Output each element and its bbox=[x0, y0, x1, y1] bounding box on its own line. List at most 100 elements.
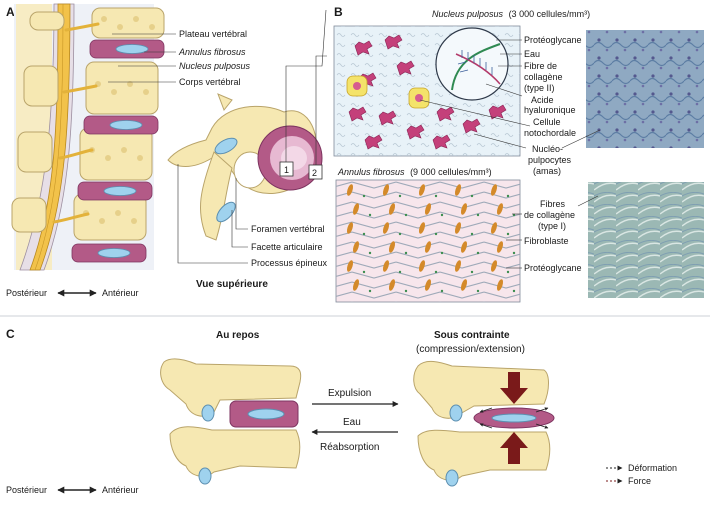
label-af-proteoglycane: Protéoglycane bbox=[524, 263, 582, 273]
label-nucleus-pulposus: Nucleus pulposus bbox=[179, 61, 251, 71]
bone-trabecula bbox=[137, 155, 143, 161]
nerve-root bbox=[64, 22, 100, 32]
fibroblast bbox=[418, 184, 426, 196]
label-processus-epineux: Processus épineux bbox=[251, 258, 328, 268]
label-expulsion: Expulsion bbox=[328, 388, 371, 399]
orientation-posterior-c: Postérieur bbox=[6, 485, 47, 495]
cell-nucleus bbox=[415, 94, 423, 102]
zoom-box-2-number: 2 bbox=[312, 168, 317, 178]
fibroblast bbox=[346, 222, 354, 234]
label-corps-vertebral: Corps vertébral bbox=[179, 77, 241, 87]
af-proteoglycan bbox=[398, 270, 402, 274]
legend-force: Force bbox=[628, 476, 651, 486]
fibroblast bbox=[382, 260, 390, 272]
nucleopulpocyte bbox=[354, 40, 373, 56]
af-proteoglycan bbox=[506, 232, 510, 236]
fibroblast bbox=[496, 279, 504, 291]
label-np-nucleo-3: (amas) bbox=[533, 166, 561, 176]
vertebral-arch bbox=[17, 131, 53, 173]
af-proteoglycan bbox=[398, 232, 402, 236]
zoom-box-1-number: 1 bbox=[284, 165, 289, 175]
af-proteoglycan bbox=[398, 194, 402, 198]
bone-trabecula bbox=[131, 218, 137, 224]
zoom-box-1 bbox=[279, 161, 294, 177]
fibroblast bbox=[418, 260, 426, 272]
disc-nucleus bbox=[97, 248, 131, 258]
label-np-nucleo-2: pulpocytes bbox=[528, 155, 572, 165]
af-title-count: (9 000 cellules/mm³) bbox=[410, 167, 492, 177]
orientation-anterior-a: Antérieur bbox=[102, 288, 139, 298]
label-af-fibres-3: (type I) bbox=[538, 221, 566, 231]
label-eau: Eau bbox=[343, 417, 361, 428]
fibroblast bbox=[382, 222, 390, 234]
label-np-proteoglycane: Protéoglycane bbox=[524, 35, 582, 45]
af-proteoglycan bbox=[404, 213, 408, 217]
bone-trabecula bbox=[115, 210, 121, 216]
orientation-anterior-c: Antérieur bbox=[102, 485, 139, 495]
af-proteoglycan bbox=[470, 232, 474, 236]
label-plateau-vertebral: Plateau vertébral bbox=[179, 29, 247, 39]
label-af-fibroblaste: Fibroblaste bbox=[524, 236, 569, 246]
vertebral-body bbox=[73, 193, 147, 241]
af-proteoglycan bbox=[512, 289, 516, 293]
np-zoom-circle bbox=[435, 27, 509, 101]
fibroblast bbox=[388, 279, 396, 291]
nerve-root bbox=[58, 148, 94, 160]
stress-subtitle: (compression/extension) bbox=[416, 344, 525, 355]
af-proteoglycan bbox=[434, 194, 438, 198]
fibroblast bbox=[352, 241, 360, 253]
np-title-name: Nucleus pulposus bbox=[432, 9, 504, 19]
cell-nucleus bbox=[353, 82, 361, 90]
fibroblast bbox=[454, 184, 462, 196]
panel-c-letter: C bbox=[6, 327, 15, 341]
bone-trabecula bbox=[99, 218, 105, 224]
fibroblast bbox=[454, 260, 462, 272]
nucleopulpocyte bbox=[348, 106, 367, 122]
label-np-acide-1: Acide bbox=[531, 95, 554, 105]
vertebral-arch bbox=[11, 197, 47, 233]
af-proteoglycan bbox=[362, 194, 366, 198]
spine-under-stress bbox=[413, 360, 555, 487]
bone-trabecula bbox=[105, 155, 111, 161]
af-proteoglycan bbox=[512, 213, 516, 217]
fibroblast bbox=[388, 203, 396, 215]
bone-trabecula bbox=[121, 147, 127, 153]
label-af-fibres-2: de collagène bbox=[524, 210, 575, 220]
af-title: Annulus fibrosus (9 000 cellules/mm³) bbox=[337, 167, 492, 177]
af-proteoglycan bbox=[506, 194, 510, 198]
af-proteoglycan bbox=[404, 289, 408, 293]
disc-nucleus bbox=[103, 186, 137, 196]
nucleopulpocyte bbox=[462, 118, 481, 134]
af-proteoglycan bbox=[476, 251, 480, 255]
disc-nucleus bbox=[115, 44, 149, 54]
np-histology-image bbox=[586, 30, 704, 148]
nucleopulpocyte bbox=[378, 110, 397, 126]
spinal-nerves bbox=[52, 22, 100, 224]
bone-trabecula bbox=[111, 89, 117, 95]
fibroblast bbox=[388, 241, 396, 253]
af-leaders bbox=[506, 195, 599, 269]
np-leaders bbox=[419, 39, 601, 149]
af-proteoglycan bbox=[440, 289, 444, 293]
fibroblast bbox=[496, 241, 504, 253]
fibroblast bbox=[496, 203, 504, 215]
spine-at-rest bbox=[160, 358, 302, 485]
bone-trabecula bbox=[127, 81, 133, 87]
bone-trabecula bbox=[101, 16, 107, 22]
fibroblast bbox=[346, 184, 354, 196]
vertebral-arch bbox=[29, 11, 65, 31]
fibroblast bbox=[460, 279, 468, 291]
af-proteoglycan bbox=[362, 270, 366, 274]
af-proteoglycan bbox=[470, 194, 474, 198]
label-np-cellule-1: Cellule bbox=[533, 117, 561, 127]
fibroblast bbox=[424, 203, 432, 215]
force-arrow-down bbox=[500, 372, 528, 404]
af-proteoglycan bbox=[470, 270, 474, 274]
legend-deformation: Déformation bbox=[628, 463, 677, 473]
af-proteoglycan bbox=[512, 251, 516, 255]
annulus-fibrosus-illustration bbox=[335, 179, 521, 303]
nerve-root bbox=[62, 84, 98, 94]
nucleopulpocyte bbox=[436, 106, 455, 122]
af-proteoglycan bbox=[368, 289, 372, 293]
af-proteoglycan bbox=[506, 270, 510, 274]
